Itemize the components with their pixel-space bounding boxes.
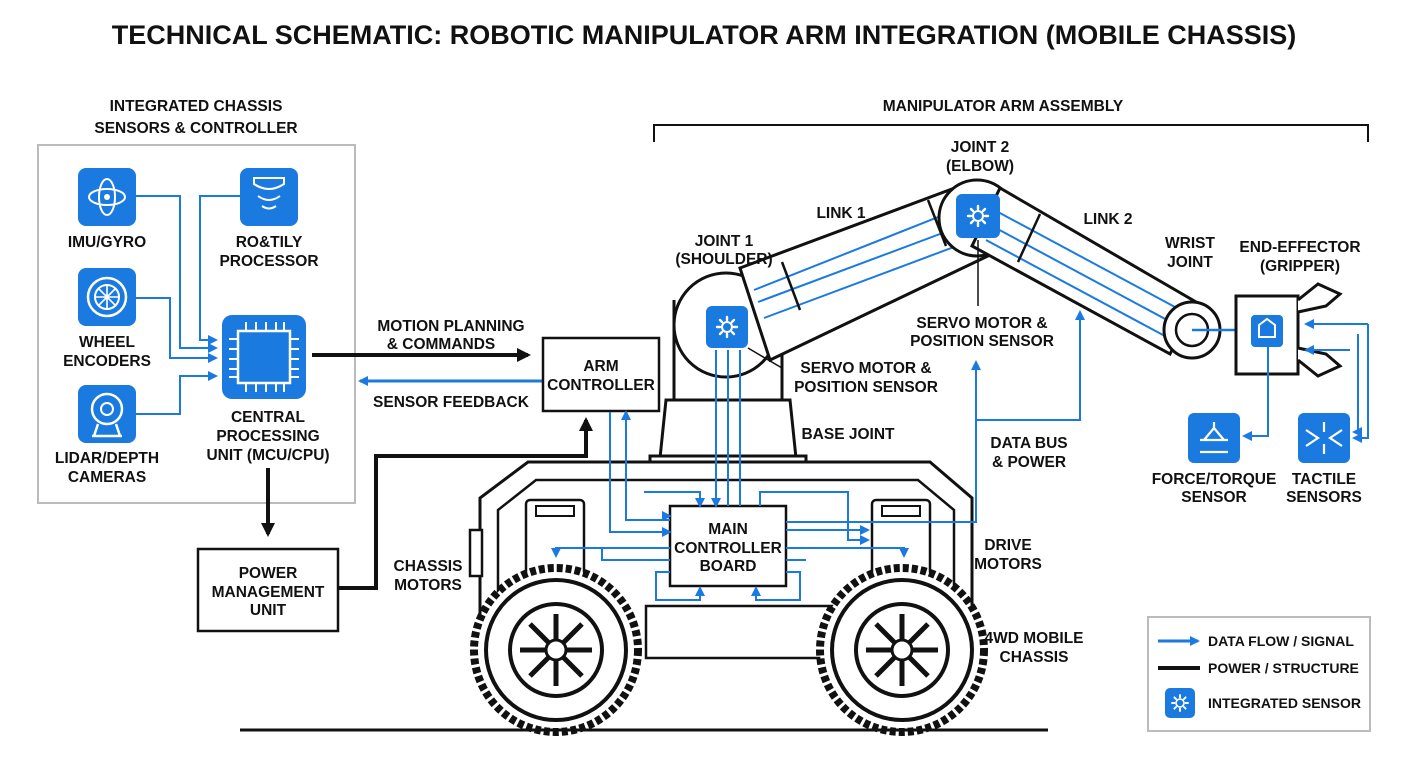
processor-label-2: PROCESSOR (219, 253, 318, 270)
data-bus-label-2: & POWER (992, 454, 1066, 471)
end-effector-label-2: (GRIPPER) (1260, 258, 1340, 275)
panel-heading-line2: SENSORS & CONTROLLER (94, 120, 297, 137)
power-management-unit: POWER MANAGEMENT UNIT (196, 547, 340, 633)
link2-label: LINK 2 (1083, 211, 1132, 228)
gripper-sensor-icon (1251, 315, 1283, 347)
imu-sensor: IMU/GYRO (68, 168, 146, 251)
shoulder-servo-label-2: POSITION SENSOR (794, 379, 938, 396)
joint2-label-1: JOINT 2 (951, 139, 1010, 156)
end-effector-gripper (1234, 282, 1343, 378)
wheel-right (816, 564, 988, 736)
base-joint-label: BASE JOINT (801, 426, 895, 443)
data-bus-label-1: DATA BUS (990, 435, 1067, 452)
drive-motors-label-1: DRIVE (984, 537, 1031, 554)
processor-sensor: RO&TILY PROCESSOR (219, 168, 319, 270)
chassis-motor-left (524, 498, 586, 580)
lidar-sensor: LIDAR/DEPTH CAMERAS (55, 385, 159, 486)
wheel-encoders-sensor: WHEEL ENCODERS (63, 268, 151, 370)
motion-planning-label-1: MOTION PLANNING (377, 318, 524, 335)
wheel-encoders-label-2: ENCODERS (63, 353, 151, 370)
main-controller-board: MAIN CONTROLLER BOARD (668, 504, 788, 588)
main-controller-label-2: CONTROLLER (674, 540, 782, 557)
lidar-label-2: CAMERAS (68, 469, 146, 486)
tactile-label-1: TACTILE (1292, 471, 1356, 488)
chassis-motor-right (870, 498, 932, 580)
cpu-label-3: UNIT (MCU/CPU) (206, 447, 329, 464)
arm-controller: ARM CONTROLLER (541, 336, 661, 413)
legend-sensor-swatch (1165, 688, 1195, 718)
signal-icon (240, 168, 298, 226)
legend-structure-label: POWER / STRUCTURE (1208, 660, 1359, 676)
cpu-label-1: CENTRAL (231, 409, 305, 426)
chassis-motors-label-1: CHASSIS (394, 558, 463, 575)
imu-label: IMU/GYRO (68, 234, 146, 251)
panel-heading-line1: INTEGRATED CHASSIS (110, 98, 283, 115)
shoulder-servo (706, 306, 748, 348)
force-torque-label-1: FORCE/TORQUE (1152, 471, 1277, 488)
mobile-chassis-label-1: 4WD MOBILE (984, 630, 1083, 647)
joint1-label-1: JOINT 1 (695, 233, 754, 250)
arm-controller-label-1: ARM (583, 358, 618, 375)
elbow-servo (956, 194, 1000, 238)
pmu-label-2: MANAGEMENT (212, 584, 325, 601)
joint1-label-2: (SHOULDER) (675, 251, 772, 268)
motion-planning-label-2: & COMMANDS (387, 336, 496, 353)
elbow-servo-label-1: SERVO MOTOR & (916, 315, 1047, 332)
shoulder-servo-label-1: SERVO MOTOR & (800, 360, 931, 377)
chassis-motors-label-2: MOTORS (394, 577, 462, 594)
lidar-label-1: LIDAR/DEPTH (55, 450, 159, 467)
force-torque-label-2: SENSOR (1181, 489, 1246, 506)
chip-icon (222, 315, 306, 399)
tactile-sensor: TACTILE SENSORS (1286, 413, 1362, 506)
wrist-label-1: WRIST (1165, 235, 1215, 252)
wrist-label-2: JOINT (1167, 254, 1213, 271)
legend-sensor-label: INTEGRATED SENSOR (1208, 695, 1361, 711)
cpu-label-2: PROCESSING (216, 428, 319, 445)
joint2-label-2: (ELBOW) (946, 158, 1014, 175)
mobile-chassis-label-2: CHASSIS (1000, 649, 1069, 666)
tactile-icon (1298, 413, 1350, 463)
processor-label-1: RO&TILY (236, 234, 303, 251)
pmu-label-3: UNIT (250, 602, 287, 619)
main-controller-label-1: MAIN (708, 521, 748, 538)
drive-motors-label-2: MOTORS (974, 556, 1042, 573)
end-effector-label-1: END-EFFECTOR (1239, 239, 1360, 256)
legend-signal-label: DATA FLOW / SIGNAL (1208, 633, 1354, 649)
tactile-label-2: SENSORS (1286, 489, 1362, 506)
elbow-servo-label-2: POSITION SENSOR (910, 333, 1054, 350)
sensor-feedback-label: SENSOR FEEDBACK (373, 394, 530, 411)
main-controller-label-3: BOARD (700, 558, 757, 575)
arm-assembly-heading: MANIPULATOR ARM ASSEMBLY (883, 98, 1124, 115)
wrist-joint (1162, 300, 1256, 360)
arm-controller-label-2: CONTROLLER (547, 377, 655, 394)
legend: DATA FLOW / SIGNAL POWER / STRUCTURE INT… (1147, 616, 1371, 732)
pmu-label-1: POWER (239, 565, 298, 582)
page-title: TECHNICAL SCHEMATIC: ROBOTIC MANIPULATOR… (112, 20, 1296, 50)
arm-assembly-bracket (653, 124, 1369, 142)
chassis-sensors-panel: INTEGRATED CHASSIS SENSORS & CONTROLLER … (37, 98, 356, 504)
force-torque-sensor: FORCE/TORQUE SENSOR (1152, 413, 1277, 506)
wheel-left (470, 564, 642, 736)
cpu-unit: CENTRAL PROCESSING UNIT (MCU/CPU) (206, 315, 330, 464)
wheel-encoders-label-1: WHEEL (79, 334, 135, 351)
force-sensor-icon (1188, 413, 1240, 463)
link1-label: LINK 1 (816, 205, 865, 222)
